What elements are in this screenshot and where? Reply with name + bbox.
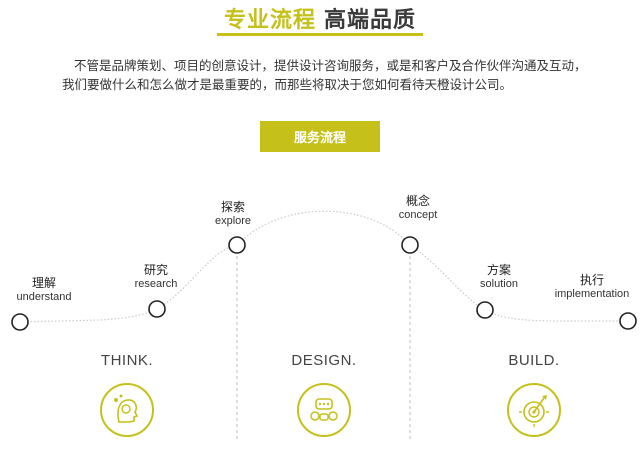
phase-design-label: DESIGN.	[291, 352, 357, 369]
step-label-zh: 执行	[579, 273, 604, 287]
step-understand: 理解 understand	[0, 276, 104, 304]
step-label-zh: 研究	[143, 263, 168, 277]
title-main: 高端品质	[324, 7, 417, 32]
step-label-en: explore	[214, 215, 252, 227]
title-accent: 专业流程	[223, 7, 316, 32]
node-circle-implementation	[619, 312, 637, 330]
step-label-en: concept	[398, 209, 438, 221]
page-title: 专业流程高端品质	[0, 2, 640, 34]
step-label-en: implementation	[554, 288, 630, 300]
intro-paragraph: 不管是品牌策划、项目的创意设计，提供设计咨询服务，或是和客户及合作伙伴沟通及互动…	[62, 59, 587, 92]
build-target-icon	[507, 383, 561, 437]
phase-think-label: THINK.	[100, 352, 154, 369]
step-label-en: understand	[16, 291, 72, 303]
think-head-icon	[100, 383, 154, 437]
step-label-en: research	[134, 278, 178, 290]
phase-build-label: BUILD.	[508, 352, 560, 369]
design-chat-icon	[297, 383, 351, 437]
title-underline	[217, 33, 423, 36]
step-solution: 方案 solution	[439, 263, 559, 291]
step-label-zh: 理解	[31, 276, 56, 290]
step-label-zh: 探索	[220, 200, 245, 214]
step-explore: 探索 explore	[173, 200, 293, 228]
step-label-zh: 方案	[486, 263, 511, 277]
node-circle-understand	[11, 313, 29, 331]
step-label-zh: 概念	[405, 194, 430, 208]
step-concept: 概念 concept	[358, 194, 478, 222]
node-circle-concept	[401, 236, 419, 254]
service-process-badge: 服务流程	[260, 121, 380, 152]
step-label-en: solution	[480, 278, 518, 290]
node-circle-research	[148, 300, 166, 318]
step-implementation: 执行 implementation	[532, 273, 640, 301]
step-research: 研究 research	[96, 263, 216, 291]
node-circle-explore	[228, 236, 246, 254]
node-circle-solution	[476, 301, 494, 319]
